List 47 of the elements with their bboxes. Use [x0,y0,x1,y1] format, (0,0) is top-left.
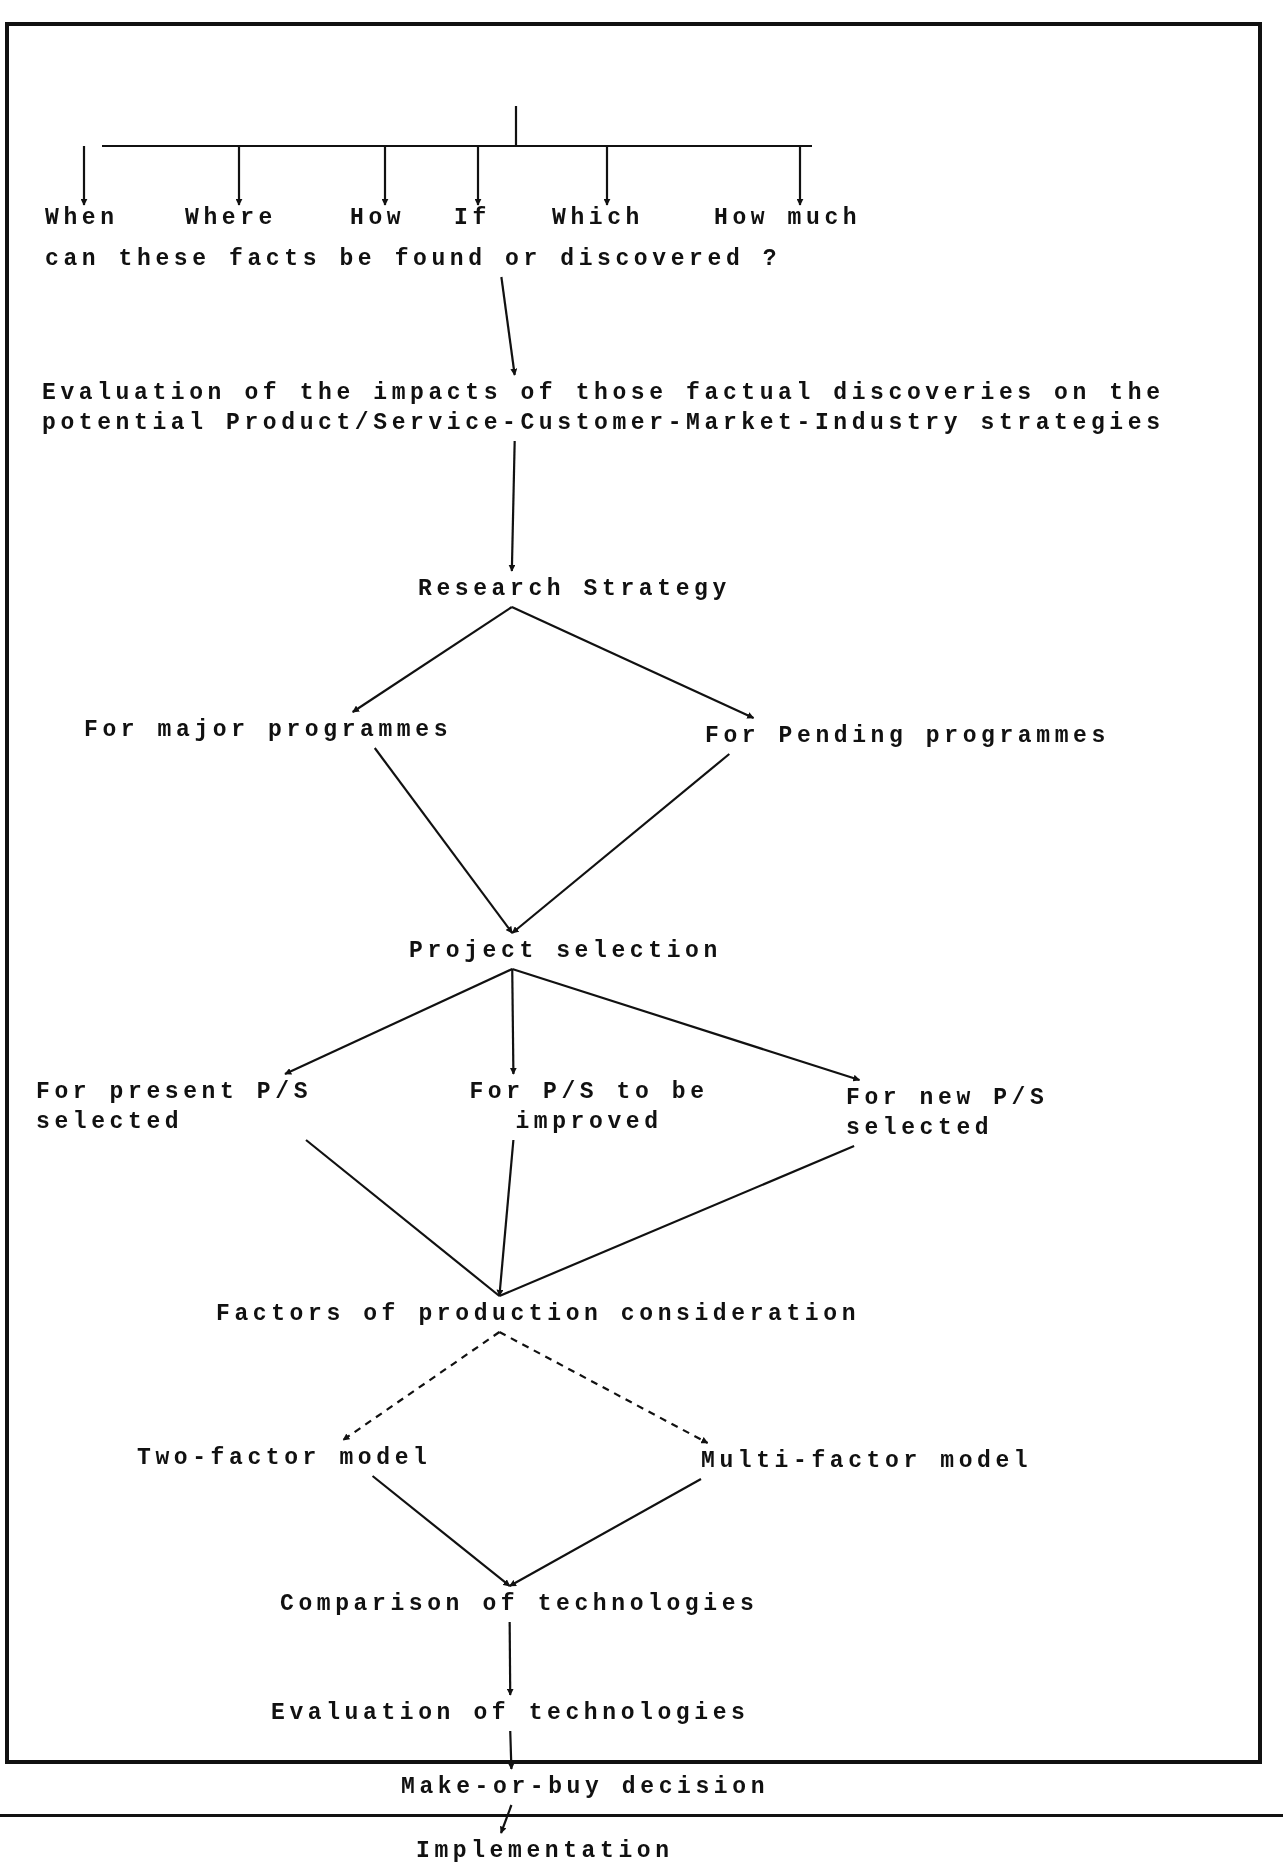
step-label: Research Strategy [418,574,731,604]
arrow [511,967,861,1082]
step-label: Where [185,203,277,233]
arrow [381,146,389,206]
step-label: When [45,203,119,233]
arrow [235,146,243,206]
arrow [352,606,513,713]
arrow [511,753,730,934]
arrow [498,1331,709,1444]
step-label: Which [552,203,644,233]
arrow [508,440,516,572]
arrow [509,1478,702,1587]
step-label: For Pending programmes [705,721,1110,751]
arrow [511,606,755,719]
step-label: can these facts be found or discovered ? [45,244,782,274]
step-label: Evaluation of the impacts of those factual discoveries on the potential Product/Service-Customer-Market-Industry strategies [42,378,1254,438]
arrow [373,747,514,934]
arrow [509,969,517,1075]
arrow [474,146,482,206]
arrow [499,1804,513,1834]
step-label: How much [714,203,862,233]
arrow [796,146,804,206]
step-label: Implementation [416,1836,674,1866]
step-label: Comparison of technologies [280,1589,759,1619]
step-label: For P/S to be improved [454,1077,724,1137]
step-label: Project selection [409,936,722,966]
arrow [342,1331,501,1441]
arrow [284,968,513,1075]
arrow [80,146,88,206]
arrow [506,1622,514,1696]
step-label: For major programmes [84,715,453,745]
branch-line [100,104,814,148]
arrow [496,1139,515,1297]
arrow [603,146,611,206]
step-label: Two-factor model [137,1443,432,1473]
arrow [507,1730,515,1770]
step-label: Multi-factor model [701,1446,1033,1476]
step-label: For present P/S selected [36,1077,336,1137]
step-label: Evaluation of technologies [271,1698,750,1728]
step-label: For new P/S selected [846,1083,1116,1143]
step-label: Make-or-buy decision [401,1772,770,1802]
frame-box [5,22,1262,1764]
step-label: How [350,203,406,233]
step-label: If [454,203,491,233]
step-label: Factors of production consideration [216,1299,861,1329]
arrow [371,1475,511,1587]
arrow [500,276,518,376]
